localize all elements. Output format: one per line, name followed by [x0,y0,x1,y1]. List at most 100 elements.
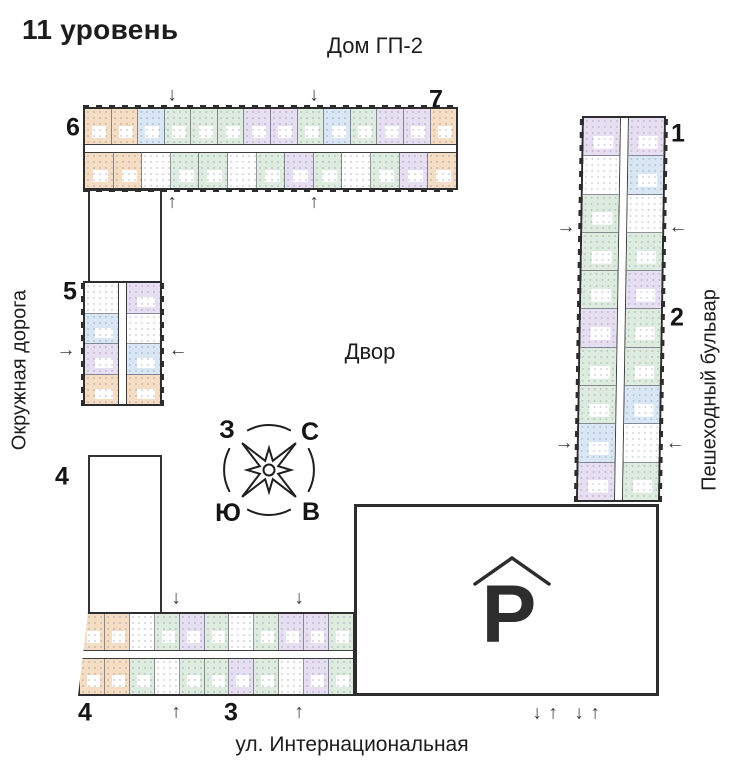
entrance-arrow-icon: ↑ [309,191,319,213]
apartment-room [179,658,205,694]
apartment-room [254,658,280,694]
apartment-room [329,658,353,694]
apartment-room [170,153,200,188]
apartment-room [85,153,114,188]
apartment-room [297,109,325,144]
page-title: 11 уровень [22,14,179,45]
apartment-room [313,153,343,188]
entrance-arrow-icon: ← [668,216,688,238]
strip-inner [80,614,353,694]
apartment-room [399,153,429,188]
apartment-room [371,153,400,188]
entrance-arrow-icon: ↑ [590,702,600,724]
apartment-band [85,153,456,188]
apartment-room [342,153,372,188]
entrance-arrow-icon: ↑ [548,702,558,724]
section-number-label: 1 [671,119,685,148]
apartment-room [623,386,660,425]
compass-center [262,463,276,477]
apartment-room [329,614,353,650]
apartment-band [622,118,664,500]
apartment-room [579,347,616,387]
apartment-room [285,153,314,188]
apartment-room [577,462,615,500]
apartment-room [217,109,245,144]
apartment-room [85,109,112,144]
apartment-room [80,614,105,650]
apartment-room [626,194,663,233]
apartment-room [244,109,272,144]
apartment-room [578,424,615,463]
section-number-label: 2 [670,303,684,332]
compass-north-label: С [301,418,319,446]
balcony-ticks [78,694,355,696]
apartment-band [80,658,353,694]
entrance-arrow-icon: ↓ [532,702,542,724]
apartment-room [204,658,230,694]
apartment-room [104,614,130,650]
strip-inner [85,109,457,188]
parking-icon: Р [481,569,537,660]
apartment-room [304,658,330,694]
apartment-room [138,109,165,144]
section-number-label: 6 [66,113,80,142]
entrance-arrow-icon: ↓ [167,84,177,106]
apartment-room [129,614,155,650]
house-label: Дом ГП-2 [327,33,423,58]
apartment-room [164,109,192,144]
apartment-room [403,109,431,144]
courtyard-label: Двор [344,339,396,364]
apartment-room [111,109,139,144]
entrance-arrow-icon: → [556,216,576,238]
apartment-room [581,232,618,272]
apartment-room [624,309,661,348]
apartment-room [199,153,229,188]
apartment-room [627,118,664,157]
apartment-room [271,109,298,144]
apartment-room [304,614,330,650]
apartment-room [579,386,616,425]
apartment-room [80,658,105,694]
section-number-label: 4 [55,462,69,491]
compass-west-label: З [219,416,235,444]
apartment-room [204,614,230,650]
apartment-room [256,153,286,188]
building-strip-sections-1-2[interactable] [573,116,668,502]
apartment-room [127,374,160,404]
apartment-room [154,614,180,650]
strip-inner [577,118,664,500]
apartment-room [580,271,618,310]
building-strip-section-5[interactable] [81,281,164,406]
apartment-room [127,344,160,375]
apartment-room [179,614,205,650]
strip-inner [85,283,160,404]
apartment-room [154,658,180,694]
building-strip-sections-6-7[interactable] [83,105,458,192]
corridor [118,283,127,404]
corridor [80,649,353,659]
apartment-room [254,614,280,650]
entrance-arrow-icon: → [554,432,574,454]
apartment-room [324,109,351,144]
apartment-room [279,658,305,694]
building-strip-sections-4-3[interactable] [78,612,355,696]
apartment-room [85,344,118,375]
parking-area: Р [354,504,659,696]
apartment-room [350,109,378,144]
apartment-room [622,462,659,500]
entrance-arrow-icon: ↑ [294,701,304,723]
apartment-room [279,614,305,650]
street-label-bottom: ул. Интернациональная [235,733,469,756]
apartment-room [127,283,160,314]
apartment-room [582,194,619,233]
apartment-room [142,153,171,188]
compass-arcs [223,424,315,516]
entrance-arrow-icon: → [56,339,76,361]
section-number-label: 3 [224,698,238,727]
apartment-room [625,271,662,310]
street-label-right: Пешеходный бульвар [698,289,721,491]
entrance-arrow-icon: ← [168,339,188,361]
balcony-ticks [160,281,164,406]
apartment-room [428,153,456,188]
apartment-room [228,153,257,188]
